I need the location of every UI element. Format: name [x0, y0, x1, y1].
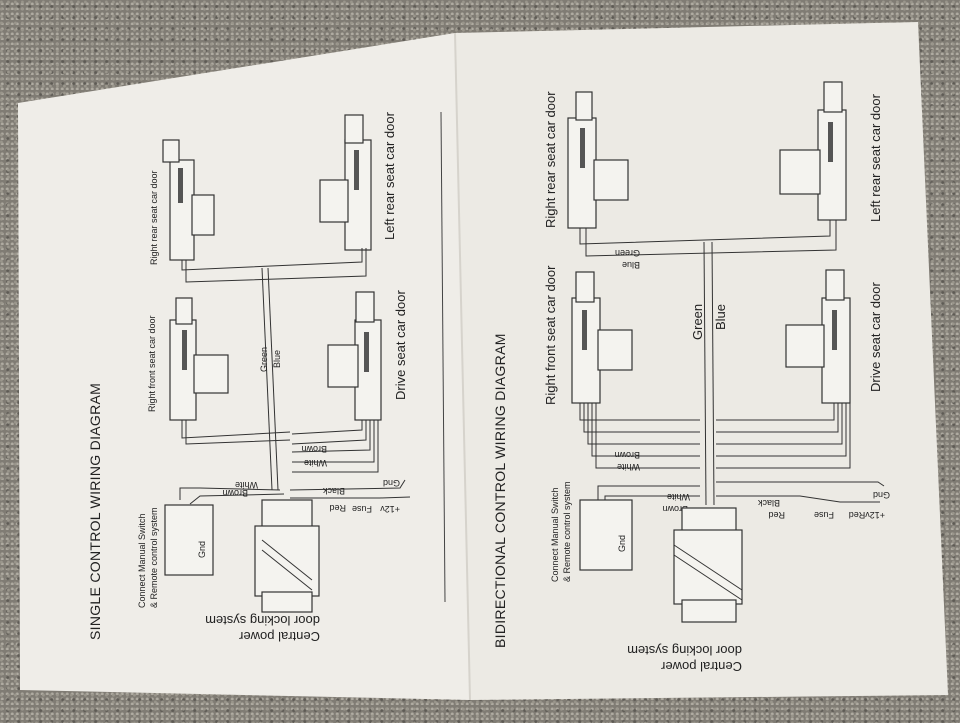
right-wiring [579, 220, 885, 510]
left-wire-red: Red [329, 503, 346, 513]
right-wire-12vred: +12vRed [849, 510, 885, 520]
left-central-1: Central power [238, 629, 320, 644]
left-label-right-rear: Right rear seat car door [149, 170, 159, 265]
left-label-left-rear: Left rear seat car door [382, 111, 397, 240]
left-wiring [179, 248, 411, 505]
right-wire-fuse: Fuse [814, 510, 834, 520]
left-wire-gnd: Gnd [383, 478, 400, 488]
right-wire-green: Green [690, 304, 705, 340]
right-wire-black: Black [757, 498, 780, 508]
right-control-unit [673, 507, 743, 623]
left-gnd-label: Gnd [197, 541, 207, 558]
right-label-right-rear: Right rear seat car door [543, 91, 558, 228]
right-label-drive: Drive seat car door [868, 282, 883, 392]
right-wire-blue: Blue [713, 304, 728, 330]
left-title: SINGLE CONTROL WIRING DIAGRAM [87, 383, 103, 640]
panel-divider [440, 111, 446, 603]
right-connect-2: & Remote control system [562, 481, 572, 582]
right-central-2: door locking system [627, 643, 742, 658]
actuator-drive [327, 291, 382, 421]
left-wire-blue: Blue [272, 350, 282, 368]
left-wire-fuse: Fuse [352, 504, 372, 514]
left-switch-box [164, 504, 214, 576]
right-connect-1: Connect Manual Switch [550, 487, 560, 582]
right-central-1: Central power [660, 659, 742, 674]
actuator-left-rear [319, 114, 372, 251]
actuator-left-rear-2 [779, 81, 847, 221]
left-control-unit [254, 499, 320, 613]
left-central-2: door locking system [205, 613, 320, 628]
right-wire-gnd: Gnd [873, 490, 890, 500]
actuator-right-front-2 [571, 271, 633, 404]
left-wire-brown-2: Brown [222, 488, 248, 498]
right-wire-blue-top: Blue [622, 260, 640, 270]
right-wire-brown: Brown [614, 450, 640, 460]
actuator-drive-2 [785, 269, 851, 404]
left-label-right-front: Right front seat car door [147, 315, 157, 412]
left-panel: SINGLE CONTROL WIRING DIAGRAM Ri [87, 111, 411, 644]
right-wire-green-top: Green [615, 248, 640, 258]
right-title: BIDIRECTIONAL CONTROL WIRING DIAGRAM [492, 333, 508, 648]
right-label-left-rear: Left rear seat car door [868, 93, 883, 222]
left-label-drive: Drive seat car door [393, 290, 408, 400]
right-label-right-front: Right front seat car door [543, 265, 558, 405]
left-wire-green: Green [259, 347, 269, 372]
right-wire-white-2: White [667, 492, 690, 502]
actuator-right-front [169, 297, 229, 421]
left-wire-brown: Brown [301, 444, 327, 454]
left-connect-1: Connect Manual Switch [137, 513, 147, 608]
right-panel: BIDIRECTIONAL CONTROL WIRING DIAGRAM Rig… [492, 81, 890, 674]
right-wire-red: Red [768, 510, 785, 520]
actuator-right-rear [162, 139, 215, 261]
right-wire-brown-2: Brown [662, 504, 688, 514]
actuator-right-rear-2 [567, 91, 629, 229]
left-wire-white: White [304, 458, 327, 468]
right-gnd-label: Gnd [617, 535, 627, 552]
left-wire-12v: +12v [380, 504, 400, 514]
left-wire-white-2: White [235, 480, 258, 490]
right-switch-box [579, 499, 633, 571]
left-connect-2: & Remote control system [149, 507, 159, 608]
left-wire-black: Black [322, 486, 345, 496]
right-wire-white: White [617, 462, 640, 472]
